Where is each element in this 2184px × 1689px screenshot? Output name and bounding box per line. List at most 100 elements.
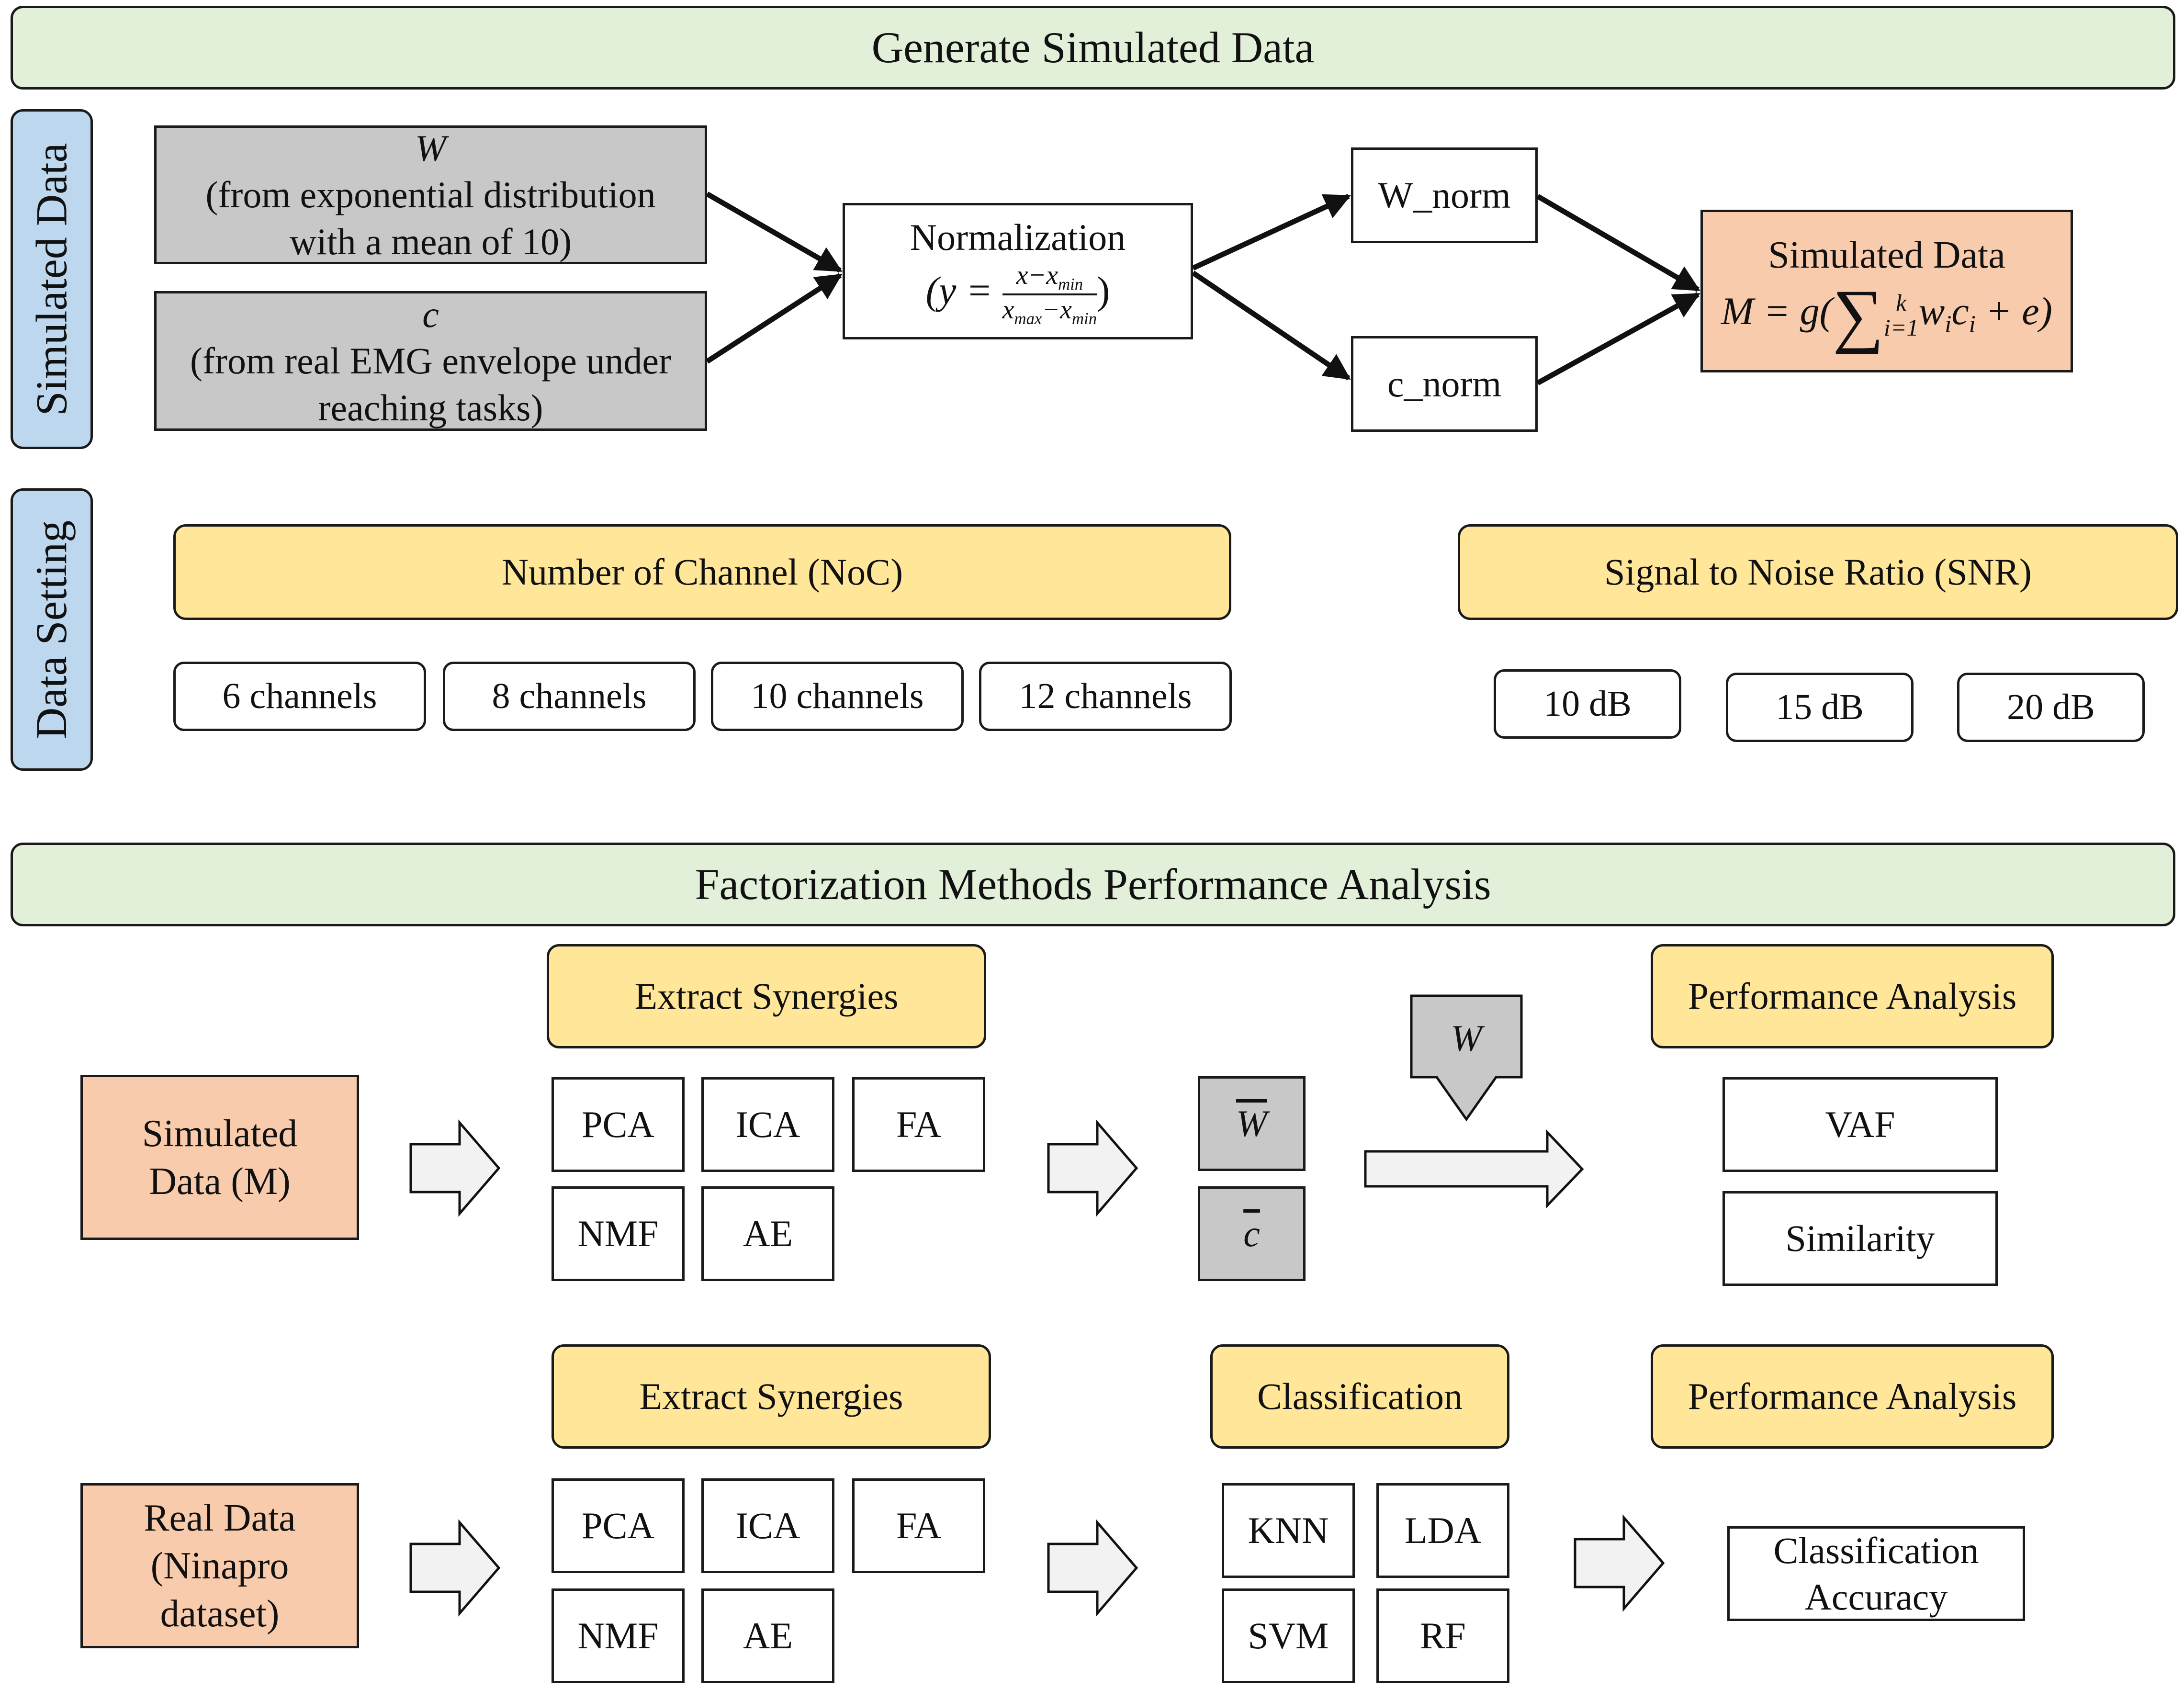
classifier-box: SVM xyxy=(1222,1588,1355,1683)
denominator-b-sub: min xyxy=(1072,309,1097,328)
metric-box: VAF xyxy=(1722,1077,1998,1172)
channel-label: 6 channels xyxy=(222,676,377,716)
snr-label: 10 dB xyxy=(1543,684,1632,724)
classifier-label: SVM xyxy=(1248,1615,1329,1657)
arrow-c-to-normalization xyxy=(706,273,843,364)
fraction-denominator: xmax−xmin xyxy=(1002,295,1097,328)
method-box: AE xyxy=(701,1186,834,1281)
arrow-w-norm-to-output xyxy=(1536,194,1700,292)
denominator-a-sub: max xyxy=(1014,309,1042,328)
c-description-line2: reaching tasks) xyxy=(318,386,543,428)
generate-simulated-data-banner: Generate Simulated Data xyxy=(11,6,2175,90)
fraction-numerator: x−xmin xyxy=(1002,260,1097,296)
method-label: PCA xyxy=(582,1103,654,1146)
classifier-box: RF xyxy=(1376,1588,1509,1683)
method-label: FA xyxy=(896,1505,941,1547)
formula-lhs: (y = xyxy=(925,269,1002,313)
classifier-label: LDA xyxy=(1404,1509,1482,1552)
classification-header: Classification xyxy=(1210,1344,1509,1449)
method-box: PCA xyxy=(552,1478,685,1573)
classifier-box: LDA xyxy=(1376,1483,1509,1578)
channel-option: 8 channels xyxy=(443,662,696,731)
method-box: NMF xyxy=(552,1588,685,1683)
classification-accuracy-box: Classification Accuracy xyxy=(1727,1526,2025,1621)
side-label-data-setting: Data Setting xyxy=(11,488,93,771)
formula-tail: + e) xyxy=(1975,289,2052,333)
channel-label: 10 channels xyxy=(751,676,924,716)
method-label: NMF xyxy=(577,1213,659,1255)
method-box: FA xyxy=(852,1478,985,1573)
simulated-data-source-box: Simulated Data (M) xyxy=(80,1075,359,1240)
method-label: AE xyxy=(743,1615,793,1657)
sum-symbol: ∑ xyxy=(1832,275,1884,355)
performance-analysis-title: Performance Analysis xyxy=(1688,975,2017,1017)
denominator-a: x xyxy=(1002,295,1014,325)
classifier-label: KNN xyxy=(1248,1509,1329,1552)
method-label: ICA xyxy=(735,1505,800,1547)
sum-lower: i=1 xyxy=(1883,314,1919,341)
simulated-data-title: Simulated Data xyxy=(1768,234,2005,276)
sum-upper: k xyxy=(1896,289,1907,316)
method-label: ICA xyxy=(735,1103,800,1146)
noc-title: Number of Channel (NoC) xyxy=(501,551,903,593)
accuracy-line: Classification xyxy=(1773,1529,1979,1571)
method-label: NMF xyxy=(577,1615,659,1657)
snr-option: 10 dB xyxy=(1494,669,1681,739)
method-box: PCA xyxy=(552,1077,685,1172)
numerator-sub: min xyxy=(1058,275,1083,294)
method-label: AE xyxy=(743,1213,793,1255)
true-w-label: W xyxy=(1451,1017,1485,1059)
extract-synergies-title: Extract Synergies xyxy=(634,975,899,1017)
metric-label: Similarity xyxy=(1785,1217,1935,1260)
metric-label: VAF xyxy=(1825,1103,1895,1146)
c-norm-box: c_norm xyxy=(1351,336,1538,432)
w-input-box: W (from exponential distribution with a … xyxy=(154,125,707,264)
snr-title: Signal to Noise Ratio (SNR) xyxy=(1604,551,2032,593)
classifier-label: RF xyxy=(1420,1615,1466,1657)
real-data-source-box: Real Data (Ninapro dataset) xyxy=(80,1483,359,1648)
performance-analysis-banner: Factorization Methods Performance Analys… xyxy=(11,843,2175,926)
banner-title: Factorization Methods Performance Analys… xyxy=(695,860,1491,909)
arrow-normalization-to-w-norm xyxy=(1192,194,1351,270)
snr-label: 15 dB xyxy=(1776,687,1864,727)
denominator-b: −x xyxy=(1042,295,1072,325)
block-arrow-icon xyxy=(1574,1514,1665,1612)
c-input-box: c (from real EMG envelope under reaching… xyxy=(154,291,707,431)
w-symbol: W xyxy=(415,127,446,169)
estimated-w-label: W xyxy=(1236,1103,1267,1145)
method-box: NMF xyxy=(552,1186,685,1281)
channel-option: 10 channels xyxy=(711,662,964,731)
channel-option: 6 channels xyxy=(173,662,426,731)
source-line: Real Data xyxy=(144,1497,296,1539)
arrow-w-to-normalization xyxy=(706,191,843,273)
method-box: AE xyxy=(701,1588,834,1683)
metric-box: Similarity xyxy=(1722,1191,1998,1286)
estimated-c-box: c xyxy=(1198,1186,1306,1281)
method-label: PCA xyxy=(582,1505,654,1547)
classification-title: Classification xyxy=(1257,1375,1463,1418)
snr-header: Signal to Noise Ratio (SNR) xyxy=(1458,524,2178,620)
channel-label: 8 channels xyxy=(492,676,647,716)
w-norm-label: W_norm xyxy=(1378,174,1511,216)
w-description-line2: with a mean of 10) xyxy=(289,220,572,262)
c-term: c xyxy=(1951,289,1969,333)
w-description-line1: (from exponential distribution xyxy=(205,174,656,216)
method-label: FA xyxy=(896,1103,941,1146)
performance-analysis-title: Performance Analysis xyxy=(1688,1375,2017,1418)
source-line: Data (M) xyxy=(149,1160,291,1203)
performance-analysis-header: Performance Analysis xyxy=(1651,1344,2054,1449)
true-w-down-arrow-icon xyxy=(1410,994,1523,1122)
classifier-box: KNN xyxy=(1222,1483,1355,1578)
estimated-w-box: W xyxy=(1198,1076,1306,1171)
block-arrow-icon xyxy=(1047,1519,1138,1617)
snr-option: 15 dB xyxy=(1726,673,1914,742)
method-box: FA xyxy=(852,1077,985,1172)
normalization-title: Normalization xyxy=(910,216,1126,259)
extract-synergies-title: Extract Synergies xyxy=(639,1375,903,1418)
arrow-c-norm-to-output xyxy=(1536,292,1700,385)
